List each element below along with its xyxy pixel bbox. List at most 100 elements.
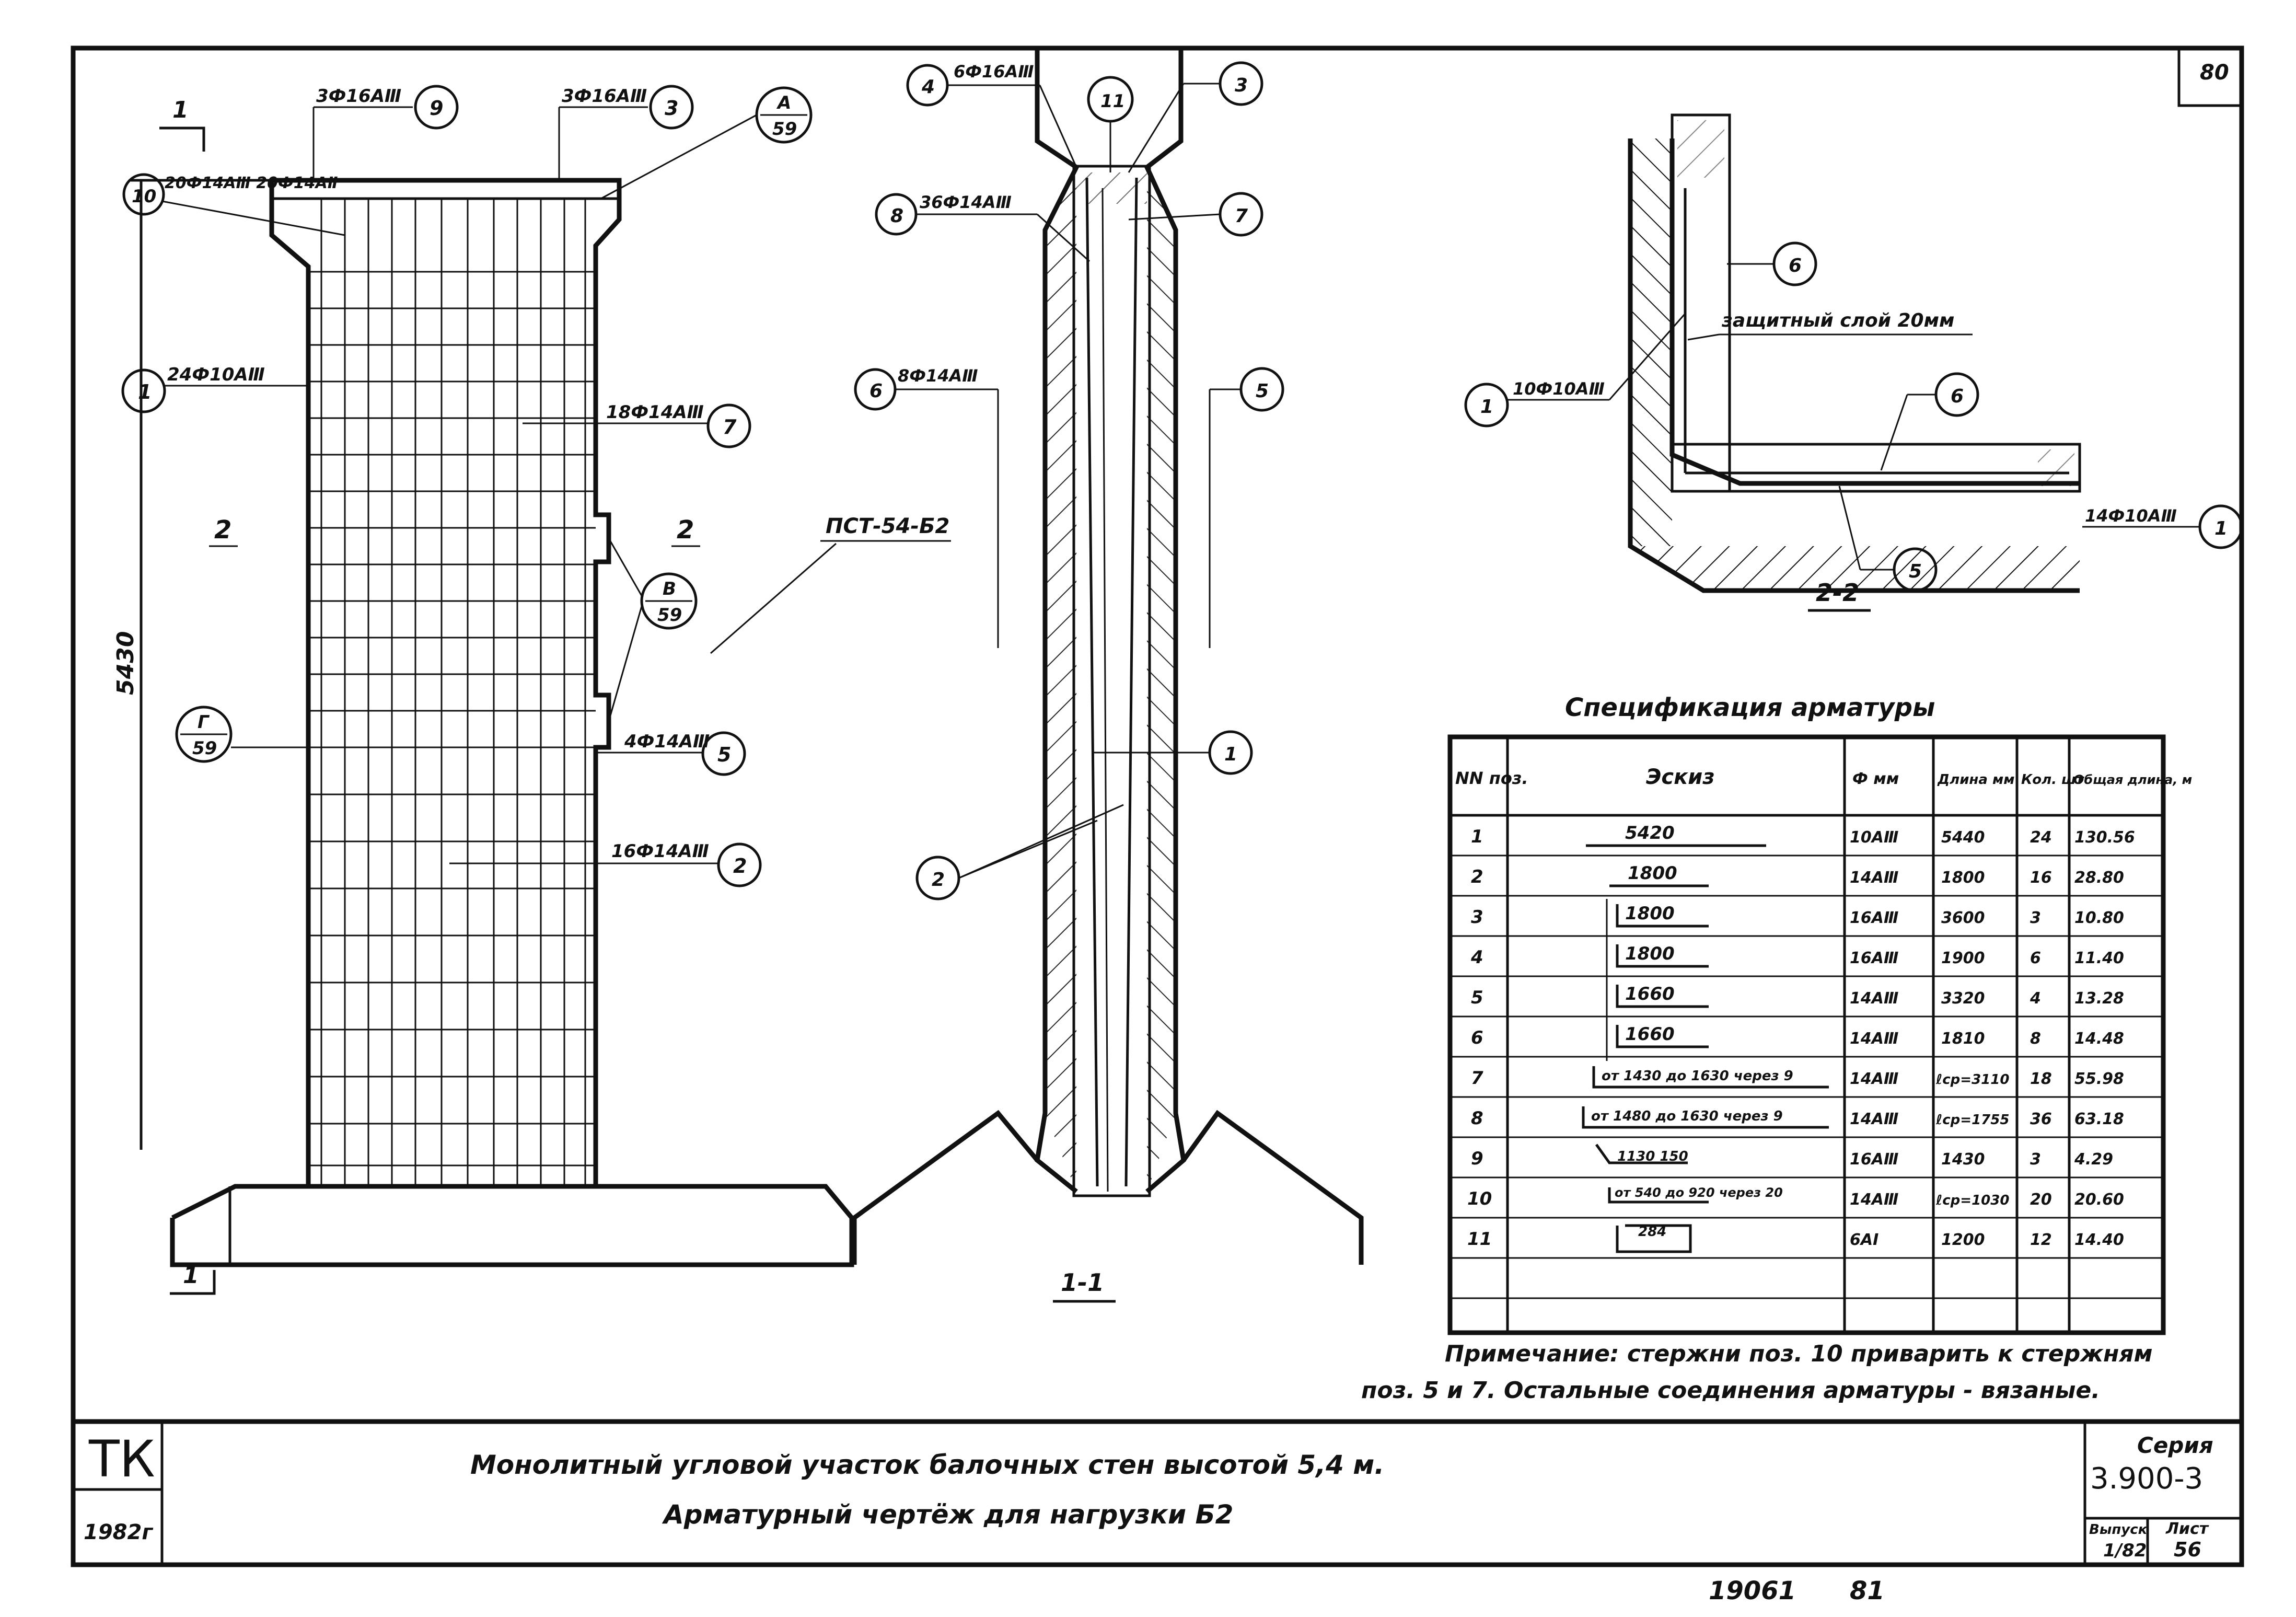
s22-callout-1-right: 1 14Ф10АⅢ (2082, 504, 2243, 549)
callout-node-G: Г 59 (175, 706, 439, 763)
svg-text:7: 7 (1471, 1068, 1483, 1089)
svg-text:1800: 1800 (1941, 869, 1985, 887)
svg-text:9: 9 (1471, 1148, 1483, 1169)
issue-value: 1/82 (2103, 1540, 2147, 1561)
svg-text:36: 36 (2030, 1110, 2052, 1128)
s22-callout-1-left: 1 10Ф10АⅢ (1464, 313, 1686, 428)
svg-text:36Ф14АⅢ: 36Ф14АⅢ (920, 192, 1012, 212)
sheet-label: Лист (2165, 1520, 2209, 1538)
svg-text:4Ф14АⅢ: 4Ф14АⅢ (624, 731, 710, 752)
callout-3: 3Ф16АⅢ 3 (558, 85, 694, 180)
svg-text:1660: 1660 (1625, 984, 1675, 1004)
header-total: Общая длина, м (2073, 772, 2192, 787)
svg-text:В: В (663, 579, 676, 599)
svg-text:1660: 1660 (1625, 1024, 1675, 1045)
svg-text:Г: Г (198, 712, 210, 733)
s22-callout-6-right: 6 (1880, 372, 1979, 471)
callout-1: 1 24Ф10АⅢ (121, 364, 308, 413)
svg-text:7: 7 (723, 415, 737, 438)
svg-text:10АⅢ: 10АⅢ (1850, 828, 1898, 847)
svg-text:20Ф14АⅢ 20Ф14АⅡ: 20Ф14АⅢ 20Ф14АⅡ (165, 174, 338, 192)
spec-table: Спецификация арматуры (1361, 693, 2192, 1404)
s11-callout-4: 4 6Ф16АⅢ (906, 62, 1077, 168)
svg-text:5: 5 (717, 743, 731, 766)
svg-text:55.98: 55.98 (2074, 1070, 2124, 1088)
section-1-1: 1-1 4 6Ф16АⅢ 11 3 8 36Ф14АⅢ (852, 50, 1364, 1303)
s11-callout-6: 6 8Ф14АⅢ (854, 366, 999, 648)
svg-text:10.80: 10.80 (2074, 909, 2124, 927)
svg-text:4.29: 4.29 (2074, 1150, 2113, 1169)
svg-text:14Ф10АⅢ: 14Ф10АⅢ (2085, 506, 2177, 526)
svg-text:1800: 1800 (1628, 863, 1677, 884)
s11-callout-8: 8 36Ф14АⅢ (875, 192, 1091, 262)
spec-row-11: 11 284 6АⅠ 1200 12 14.40 (1467, 1224, 2124, 1253)
callout-10: 10 20Ф14АⅢ 20Ф14АⅡ (122, 173, 345, 236)
svg-text:16: 16 (2030, 869, 2052, 887)
svg-text:6: 6 (1789, 255, 1802, 276)
callout-9: 3Ф16АⅢ 9 (312, 85, 459, 180)
svg-text:от 1430 до 1630 через 9: от 1430 до 1630 через 9 (1602, 1068, 1793, 1084)
svg-text:6: 6 (1471, 1027, 1483, 1048)
svg-text:5: 5 (1909, 561, 1922, 582)
svg-text:59: 59 (657, 605, 682, 626)
s22-wall-hatch (1630, 138, 1672, 546)
svg-text:18Ф14АⅢ: 18Ф14АⅢ (606, 402, 704, 423)
svg-text:1900: 1900 (1941, 949, 1985, 967)
spec-row-1: 1 5420 10АⅢ 5440 24 130.56 (1471, 823, 2135, 847)
svg-text:14АⅢ: 14АⅢ (1850, 1030, 1898, 1048)
svg-text:13.28: 13.28 (2074, 989, 2124, 1008)
sheet-frame: 80 (71, 45, 2244, 1567)
svg-text:130.56: 130.56 (2074, 828, 2135, 847)
page-number: 80 (2200, 61, 2229, 85)
svg-text:12: 12 (2030, 1231, 2052, 1249)
s11-callout-5: 5 (1209, 367, 1284, 648)
svg-text:1: 1 (1224, 744, 1237, 765)
logo-tk: ТК (88, 1430, 155, 1488)
panel-mark: ПСТ-54-Б2 (826, 514, 949, 538)
svg-text:59: 59 (192, 738, 217, 759)
svg-text:3: 3 (1235, 75, 1248, 96)
spec-row-2: 2 1800 14АⅢ 1800 16 28.80 (1471, 863, 2124, 887)
section-1-1-title: 1-1 (1061, 1268, 1104, 1297)
svg-text:16АⅢ: 16АⅢ (1850, 1150, 1898, 1169)
svg-text:16Ф14АⅢ: 16Ф14АⅢ (611, 841, 709, 862)
svg-text:63.18: 63.18 (2074, 1110, 2124, 1128)
spec-row-4: 4 1800 16АⅢ 1900 6 11.40 (1470, 943, 2124, 968)
spec-note-line1: Примечание: стержни поз. 10 приварить к … (1445, 1341, 2153, 1367)
svg-text:ℓср=3110: ℓср=3110 (1935, 1072, 2009, 1088)
spec-row-10: 10 от 540 до 920 через 20 14АⅢ ℓср=1030 … (1467, 1185, 2124, 1209)
s22-base-hatch (1630, 546, 2080, 591)
svg-text:1810: 1810 (1941, 1030, 1985, 1048)
elevation-view: 5430 1 1 2 2 ПСТ-54-Б2 3Ф16АⅢ 9 3Ф16АⅢ (112, 85, 951, 1295)
sheet-value: 56 (2174, 1538, 2201, 1561)
svg-text:1: 1 (138, 380, 152, 403)
svg-text:ℓср=1755: ℓср=1755 (1935, 1112, 2009, 1128)
archive-suffix: 81 (1850, 1576, 1885, 1606)
svg-text:ℓср=1030: ℓср=1030 (1935, 1193, 2009, 1208)
s11-callout-2: 2 (915, 804, 1124, 900)
svg-text:10: 10 (1467, 1188, 1492, 1209)
svg-text:14АⅢ: 14АⅢ (1850, 989, 1898, 1008)
svg-text:1: 1 (2214, 518, 2228, 539)
svg-text:14АⅢ: 14АⅢ (1850, 1070, 1898, 1088)
svg-text:24Ф10АⅢ: 24Ф10АⅢ (167, 364, 265, 385)
footing-outline (170, 1184, 854, 1267)
svg-text:3: 3 (2030, 909, 2041, 927)
svg-text:4: 4 (1470, 947, 1483, 968)
spec-row-9: 9 1130 150 16АⅢ 1430 3 4.29 (1471, 1144, 2113, 1169)
page-number-box (2177, 47, 2243, 107)
svg-text:11: 11 (1100, 91, 1125, 112)
svg-text:3Ф16АⅢ: 3Ф16АⅢ (562, 86, 647, 107)
spec-header-row: NN поз. Эскиз Ф мм Длина мм Кол. шт Обща… (1455, 765, 2192, 789)
svg-text:5440: 5440 (1941, 828, 1985, 847)
svg-text:16АⅢ: 16АⅢ (1850, 909, 1898, 927)
svg-text:14.40: 14.40 (2074, 1231, 2124, 1249)
svg-text:1: 1 (1471, 826, 1483, 847)
section-2-2: защитный слой 20мм 6 1 10Ф10АⅢ 6 1 14Ф10… (1464, 113, 2243, 612)
s11-callout-7: 7 (1128, 192, 1263, 237)
svg-text:1: 1 (183, 1262, 199, 1289)
header-qty: Кол. шт (2021, 772, 2085, 788)
drawing-title-line1: Монолитный угловой участок балочных стен… (470, 1450, 1384, 1480)
svg-text:10: 10 (132, 186, 156, 207)
issue-label: Выпуск (2089, 1522, 2148, 1538)
